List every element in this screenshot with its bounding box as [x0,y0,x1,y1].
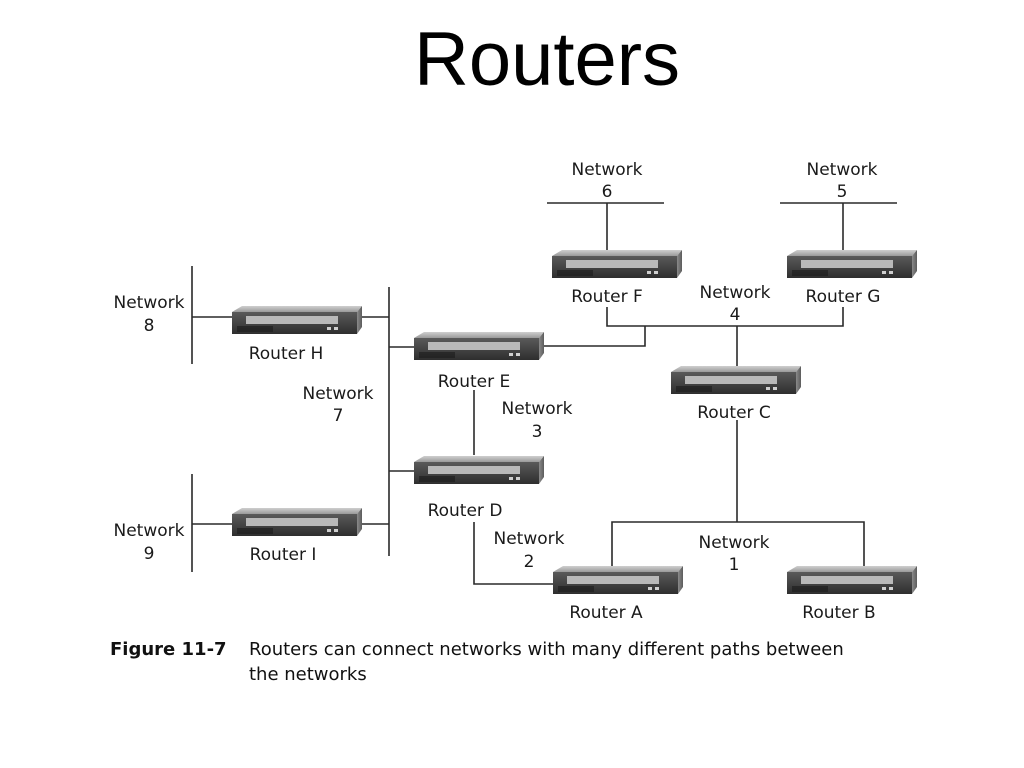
router-d-label: Router D [428,501,503,521]
figure-number: Figure 11-7 [110,639,227,660]
network-3-number: 3 [532,422,543,442]
network-4-segment [606,307,844,327]
network-6-number: 6 [602,182,613,202]
router-e-label: Router E [438,372,510,392]
network-2-word: Network [494,529,565,549]
network-1-label: Network 1 [699,533,770,575]
network-6-word: Network [572,160,643,180]
router-a-label: Router A [569,603,643,623]
network-8-word: Network [114,293,185,313]
router-c-label: Router C [697,403,771,423]
network-5-number: 5 [837,182,848,202]
network-2-label: Network 2 [494,529,565,572]
network-3-word: Network [502,399,573,419]
slide-title: Routers [413,17,681,102]
network-9-label: Network 9 [114,521,185,564]
network-9-word: Network [114,521,185,541]
network-2-number: 2 [524,552,535,572]
router-h-label: Router H [249,344,324,364]
network-4-label: Network 4 [700,283,771,325]
router-f[interactable]: Router F [551,249,683,307]
network-links [191,202,897,585]
router-b[interactable]: Router B [786,565,918,623]
router-i[interactable]: Router I [231,507,363,565]
network-4-number: 4 [730,305,741,325]
network-7-label: Network 7 [303,384,374,426]
network-1-word: Network [699,533,770,553]
router-d[interactable]: Router D [413,455,545,521]
network-1-segment [611,521,865,568]
router-i-label: Router I [250,545,317,565]
router-f-label: Router F [571,287,643,307]
network-7-number: 7 [333,406,344,426]
link-network4-router-e [536,326,646,347]
network-3-label: Network 3 [502,399,573,442]
network-2-segment [473,522,553,585]
network-5-word: Network [807,160,878,180]
network-8-number: 8 [144,316,155,336]
router-g[interactable]: Router G [786,249,918,307]
router-e[interactable]: Router E [413,331,545,392]
router-c[interactable]: Router C [670,365,802,423]
network-9-number: 9 [144,544,155,564]
network-7-word: Network [303,384,374,404]
caption-line-2: the networks [249,664,367,685]
router-b-label: Router B [802,603,875,623]
network-8-label: Network 8 [114,293,185,336]
network-4-word: Network [700,283,771,303]
caption-line-1: Routers can connect networks with many d… [249,639,844,660]
router-a[interactable]: Router A [552,565,684,623]
network-1-number: 1 [729,555,740,575]
router-h[interactable]: Router H [231,305,363,364]
network-6-label: Network 6 [572,160,643,202]
network-5-label: Network 5 [807,160,878,202]
figure-caption: Figure 11-7 Routers can connect networks… [110,639,844,685]
router-g-label: Router G [806,287,881,307]
